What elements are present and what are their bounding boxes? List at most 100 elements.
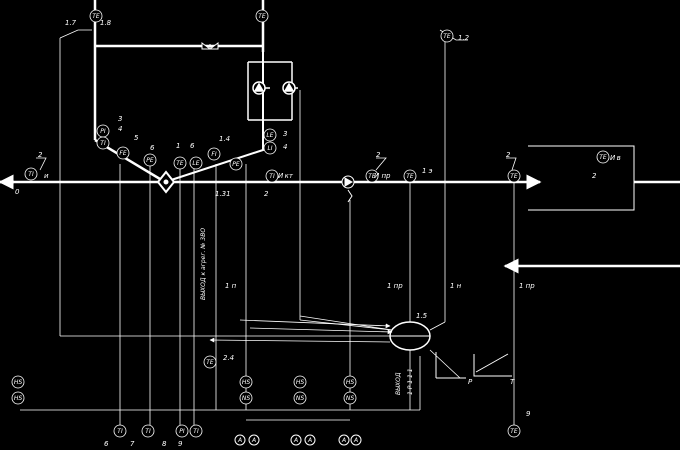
instrument-tag: TE — [510, 428, 518, 435]
header-valve — [201, 42, 219, 50]
instrument-tag: FE — [119, 150, 126, 157]
label-line-1np-a: 1 пр — [387, 282, 403, 290]
label-n5: 5 — [134, 134, 139, 142]
alarm-signal — [338, 434, 350, 446]
graph-axis-t: Т — [510, 378, 515, 386]
instrument-bubble — [263, 128, 277, 142]
instrument-tag: PE — [146, 157, 154, 164]
label-n24: 2.4 — [223, 354, 234, 362]
label-n9a: 9 — [178, 440, 183, 448]
instrument-tag: PI — [179, 428, 185, 435]
instrument-tag: NS — [296, 395, 304, 402]
instrument-bubble — [239, 391, 253, 405]
label-n4a: 4 — [118, 125, 122, 133]
instrument-bubble — [113, 424, 127, 438]
instrument-tag: PI — [100, 128, 106, 135]
label-main-flow-mid: И кт — [278, 172, 294, 180]
alarm-signal — [304, 434, 316, 446]
alarm-signal — [290, 434, 302, 446]
instrument-bubble — [596, 150, 610, 164]
label-n3a: 3 — [118, 115, 122, 123]
instrument-tag: TI — [269, 173, 275, 180]
label-n3b: 3 — [283, 130, 287, 138]
instrument-bubble — [229, 157, 243, 171]
instrument-bubble — [116, 146, 130, 160]
instrument-bubble — [293, 375, 307, 389]
alarm-signal — [234, 434, 246, 446]
label-n2b: 2 — [376, 151, 381, 159]
instrument-bubble — [263, 141, 277, 155]
label-n8: 8 — [162, 440, 167, 448]
instrument-tag: TE — [176, 160, 184, 167]
instrument-bubble — [189, 156, 203, 170]
label-pump-flow: И пр — [374, 172, 391, 180]
instrument-tag: TE — [92, 13, 100, 20]
label-n6a: 6 — [150, 144, 155, 152]
apparatus-box — [528, 145, 635, 211]
instrument-tag: TE — [510, 173, 518, 180]
instrument-bubble — [96, 136, 110, 150]
instrument-bubble — [89, 9, 103, 23]
label-n2a: 2 — [38, 151, 43, 159]
label-n18: 1.8 — [100, 19, 112, 27]
alarm-tag: A — [353, 437, 358, 444]
instrument-tag: TE — [206, 359, 214, 366]
label-vessel-outlet: 1 э — [422, 167, 433, 175]
label-n17: 1.7 — [65, 19, 77, 27]
instrument-bubble — [203, 355, 217, 369]
instrument-tag: PE — [232, 161, 240, 168]
instrument-tag: TI — [145, 428, 151, 435]
instrument-bubble — [265, 169, 279, 183]
label-n6b: 6 — [190, 142, 195, 150]
instrument-bubble — [11, 375, 25, 389]
label-n2d: 2 — [264, 190, 269, 198]
alarm-tag: A — [237, 437, 242, 444]
instrument-tag: TI — [193, 428, 199, 435]
instrument-tag: NS — [242, 395, 250, 402]
instrument-tag: TE — [443, 33, 451, 40]
instrument-bubble — [143, 153, 157, 167]
instrument-bubble — [11, 391, 25, 405]
label-n9b: 9 — [526, 410, 531, 418]
instrument-tag: HS — [296, 379, 305, 386]
instrument-tag: TI — [28, 171, 34, 178]
instrument-tag: FI — [211, 151, 216, 158]
instrument-bubble — [24, 167, 38, 181]
label-line-1n-b: 1 н — [450, 282, 462, 290]
instrument-bubble — [365, 169, 379, 183]
label-outlet-flow: И в — [610, 154, 621, 162]
label-line-1n: 1 п — [225, 282, 237, 290]
instrument-tag: TE — [368, 173, 376, 180]
mixer-node — [156, 170, 176, 194]
instrument-bubble — [507, 169, 521, 183]
instrument-bubble — [255, 9, 269, 23]
label-n7: 7 — [130, 440, 135, 448]
label-n6c: 6 — [104, 440, 109, 448]
vertical-text-column-a: ВЫХОД к агрег. № 3ВО — [200, 228, 207, 300]
alarm-signal — [350, 434, 362, 446]
instrument-tag: NS — [346, 395, 354, 402]
instrument-bubble — [141, 424, 155, 438]
instrument-tag: TI — [100, 140, 106, 147]
controller — [389, 321, 431, 351]
instrument-bubble — [293, 391, 307, 405]
inline-pump — [341, 175, 355, 203]
instrument-bubble — [189, 424, 203, 438]
main-process-line — [0, 174, 680, 274]
label-n12: 1.2 — [458, 34, 470, 42]
label-n1: 1 — [176, 142, 180, 150]
alarm-signal — [248, 434, 260, 446]
vertical-text-ctrl-note2: 1 Р 1 1 1 — [407, 368, 414, 395]
instrument-tag: LE — [192, 160, 199, 167]
graph-axis-p: Р — [468, 378, 473, 386]
instrument-bubble — [403, 169, 417, 183]
pump-branch — [247, 52, 298, 140]
label-n2c: 2 — [506, 151, 511, 159]
instrument-bubble — [507, 424, 521, 438]
instrument-tag: LE — [266, 132, 273, 139]
text-labels: 0 и И кт И пр И в 1 э 1.7 1.8 1.2 2 2 2 … — [15, 19, 621, 448]
label-line-1np-b: 1 пр — [519, 282, 535, 290]
label-n15: 1.5 — [416, 312, 428, 320]
instrument-bubble — [173, 156, 187, 170]
